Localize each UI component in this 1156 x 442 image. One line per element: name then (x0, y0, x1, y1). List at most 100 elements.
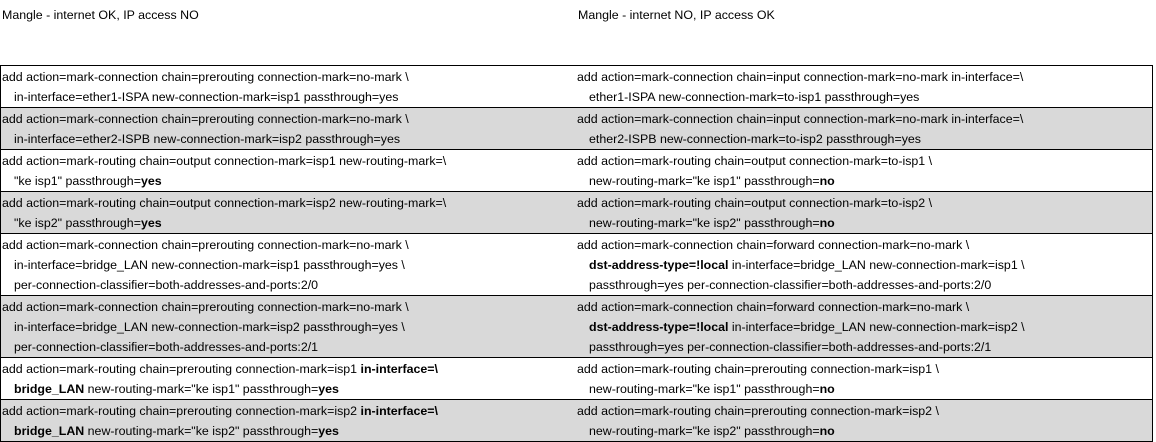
text-segment: passthrough=yes per-connection-classifie… (589, 278, 992, 292)
right-column-title: Mangle - internet NO, IP access OK (578, 8, 775, 22)
text-segment: passthrough=yes per-connection-classifie… (589, 340, 992, 354)
rule-cell-internet-ok: add action=mark-routing chain=prerouting… (1, 400, 577, 441)
text-segment: add action=mark-routing chain=output con… (2, 154, 447, 168)
command-line: per-connection-classifier=both-addresses… (2, 337, 577, 357)
command-line: new-routing-mark="ke isp2" passthrough=n… (577, 213, 1152, 233)
text-segment: add action=mark-routing chain=output con… (577, 196, 933, 210)
left-column-title: Mangle - internet OK, IP access NO (2, 8, 199, 22)
text-segment: in-interface=bridge_LAN new-connection-m… (728, 320, 1025, 334)
bold-text-segment: no (819, 216, 835, 230)
text-segment: add action=mark-connection chain=prerout… (2, 70, 409, 84)
command-line: in-interface=bridge_LAN new-connection-m… (2, 317, 577, 337)
bold-text-segment: bridge_LAN (14, 424, 85, 438)
bold-text-segment: in-interface=\ (360, 404, 438, 418)
bold-text-segment: yes (140, 174, 162, 188)
command-line: in-interface=bridge_LAN new-connection-m… (2, 255, 577, 275)
table-row: add action=mark-connection chain=prerout… (0, 65, 1153, 108)
bold-text-segment: in-interface=\ (360, 362, 438, 376)
text-segment: add action=mark-routing chain=prerouting… (2, 362, 361, 376)
text-segment: ether1-ISPA new-connection-mark=to-isp1 … (589, 90, 920, 104)
text-segment: per-connection-classifier=both-addresses… (14, 278, 319, 292)
command-line: add action=mark-connection chain=forward… (577, 235, 1152, 255)
text-segment: in-interface=bridge_LAN new-connection-m… (14, 320, 405, 334)
command-line: ether1-ISPA new-connection-mark=to-isp1 … (577, 87, 1152, 107)
command-line: add action=mark-routing chain=prerouting… (577, 359, 1152, 379)
command-line: add action=mark-connection chain=prerout… (2, 109, 577, 129)
rule-cell-ip-access-ok: add action=mark-connection chain=input c… (577, 66, 1152, 107)
command-line: bridge_LAN new-routing-mark="ke isp1" pa… (2, 379, 577, 399)
table-row: add action=mark-routing chain=prerouting… (0, 400, 1153, 442)
command-line: add action=mark-routing chain=output con… (577, 193, 1152, 213)
table-row: add action=mark-connection chain=prerout… (0, 108, 1153, 150)
command-line: bridge_LAN new-routing-mark="ke isp2" pa… (2, 421, 577, 441)
text-segment: add action=mark-routing chain=prerouting… (2, 404, 361, 418)
text-segment: in-interface=ether1-ISPA new-connection-… (14, 90, 399, 104)
rule-cell-ip-access-ok: add action=mark-routing chain=prerouting… (577, 400, 1152, 441)
text-segment: add action=mark-connection chain=input c… (577, 70, 1024, 84)
command-line: ether2-ISPB new-connection-mark=to-isp2 … (577, 129, 1152, 149)
text-segment: add action=mark-connection chain=prerout… (2, 112, 409, 126)
text-segment: new-routing-mark="ke isp1" passthrough= (589, 382, 820, 396)
text-segment: new-routing-mark="ke isp2" passthrough= (589, 424, 820, 438)
command-line: add action=mark-routing chain=output con… (2, 151, 577, 171)
rule-cell-internet-ok: add action=mark-connection chain=prerout… (1, 108, 577, 149)
text-segment: add action=mark-connection chain=forward… (577, 300, 970, 314)
command-line: passthrough=yes per-connection-classifie… (577, 275, 1152, 295)
command-line: per-connection-classifier=both-addresses… (2, 275, 577, 295)
text-segment: add action=mark-connection chain=prerout… (2, 238, 409, 252)
text-segment: ether2-ISPB new-connection-mark=to-isp2 … (589, 132, 921, 146)
command-line: "ke isp1" passthrough=yes (2, 171, 577, 191)
command-line: add action=mark-routing chain=prerouting… (2, 359, 577, 379)
command-line: new-routing-mark="ke isp1" passthrough=n… (577, 379, 1152, 399)
rule-cell-ip-access-ok: add action=mark-connection chain=forward… (577, 296, 1152, 357)
command-line: add action=mark-connection chain=prerout… (2, 235, 577, 255)
command-line: dst-address-type=!local in-interface=bri… (577, 317, 1152, 337)
rule-cell-internet-ok: add action=mark-routing chain=output con… (1, 150, 577, 191)
command-line: add action=mark-connection chain=prerout… (2, 297, 577, 317)
rule-cell-internet-ok: add action=mark-routing chain=output con… (1, 192, 577, 233)
text-segment: "ke isp1" passthrough= (14, 174, 141, 188)
text-segment: in-interface=bridge_LAN new-connection-m… (14, 258, 405, 272)
command-line: "ke isp2" passthrough=yes (2, 213, 577, 233)
text-segment: "ke isp2" passthrough= (14, 216, 141, 230)
rule-cell-ip-access-ok: add action=mark-connection chain=forward… (577, 234, 1152, 295)
text-segment: add action=mark-connection chain=forward… (577, 238, 970, 252)
bold-text-segment: no (819, 382, 835, 396)
text-segment: add action=mark-routing chain=output con… (2, 196, 447, 210)
text-segment: add action=mark-routing chain=output con… (577, 154, 933, 168)
command-line: dst-address-type=!local in-interface=bri… (577, 255, 1152, 275)
text-segment: new-routing-mark="ke isp1" passthrough= (589, 174, 820, 188)
command-line: add action=mark-routing chain=output con… (577, 151, 1152, 171)
table-row: add action=mark-connection chain=prerout… (0, 234, 1153, 296)
text-segment: add action=mark-routing chain=prerouting… (577, 362, 939, 376)
command-line: in-interface=ether2-ISPB new-connection-… (2, 129, 577, 149)
bold-text-segment: no (819, 174, 835, 188)
command-line: add action=mark-routing chain=prerouting… (577, 401, 1152, 421)
rule-cell-ip-access-ok: add action=mark-routing chain=prerouting… (577, 358, 1152, 399)
text-segment: add action=mark-routing chain=prerouting… (577, 404, 939, 418)
table-row: add action=mark-routing chain=prerouting… (0, 358, 1153, 400)
bold-text-segment: bridge_LAN (14, 382, 85, 396)
rule-cell-ip-access-ok: add action=mark-connection chain=input c… (577, 108, 1152, 149)
text-segment: add action=mark-connection chain=prerout… (2, 300, 409, 314)
command-line: add action=mark-routing chain=prerouting… (2, 401, 577, 421)
command-line: add action=mark-routing chain=output con… (2, 193, 577, 213)
table-row: add action=mark-connection chain=prerout… (0, 296, 1153, 358)
command-line: add action=mark-connection chain=forward… (577, 297, 1152, 317)
text-segment: in-interface=bridge_LAN new-connection-m… (728, 258, 1025, 272)
rule-cell-internet-ok: add action=mark-connection chain=prerout… (1, 296, 577, 357)
text-segment: new-routing-mark="ke isp2" passthrough= (84, 424, 319, 438)
command-line: add action=mark-connection chain=input c… (577, 67, 1152, 87)
table-row: add action=mark-routing chain=output con… (0, 192, 1153, 234)
command-line: new-routing-mark="ke isp1" passthrough=n… (577, 171, 1152, 191)
bold-text-segment: yes (318, 382, 339, 396)
text-segment: new-routing-mark="ke isp2" passthrough= (589, 216, 820, 230)
rule-cell-internet-ok: add action=mark-routing chain=prerouting… (1, 358, 577, 399)
command-line: add action=mark-connection chain=input c… (577, 109, 1152, 129)
rule-cell-ip-access-ok: add action=mark-routing chain=output con… (577, 150, 1152, 191)
text-segment: new-routing-mark="ke isp1" passthrough= (84, 382, 319, 396)
mangle-rules-table: add action=mark-connection chain=prerout… (0, 65, 1153, 442)
command-line: add action=mark-connection chain=prerout… (2, 67, 577, 87)
text-segment: in-interface=ether2-ISPB new-connection-… (14, 132, 401, 146)
command-line: passthrough=yes per-connection-classifie… (577, 337, 1152, 357)
